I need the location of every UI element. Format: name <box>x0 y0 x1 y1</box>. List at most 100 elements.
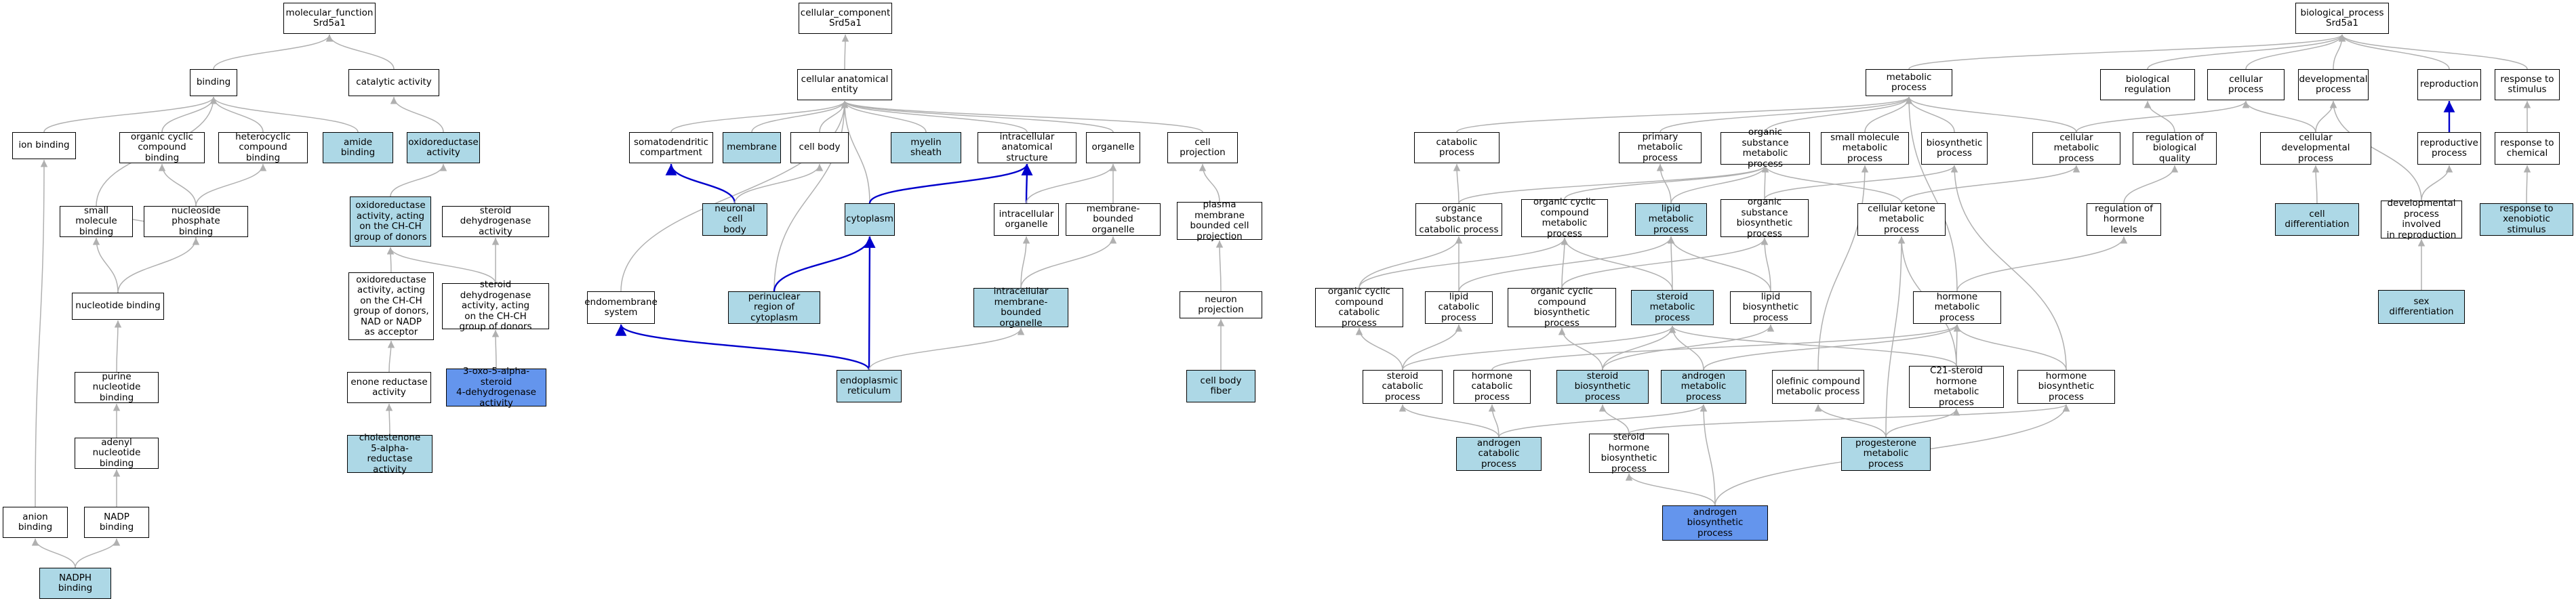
node-3-oxo-5-alpha-steroid-dehydrogenase[interactable]: 3-oxo-5-alpha-steroid 4-dehydrogenase ac… <box>446 366 546 408</box>
node-sex-differentiation[interactable]: sex differentiation <box>2378 290 2465 324</box>
node-plasma-membrane-bounded-cell-projection[interactable]: plasma membrane bounded cell projection <box>1177 199 1262 241</box>
node-organic-cyclic-compound-catabolic-process[interactable]: organic cyclic compound catabolic proces… <box>1315 286 1403 328</box>
node-steroid-dehydrogenase-ch-ch[interactable]: steroid dehydrogenase activity, acting o… <box>442 280 549 332</box>
edge-ntb-to-smb <box>92 237 119 293</box>
node-primary-metabolic-process[interactable]: primary metabolic process <box>1619 131 1702 163</box>
edge-bioreg-to-bp <box>2147 34 2346 70</box>
node-nadp-binding[interactable]: NADP binding <box>84 507 149 538</box>
node-reproduction[interactable]: reproduction <box>2417 69 2481 100</box>
node-nucleoside-phosphate-binding[interactable]: nucleoside phosphate binding <box>144 205 248 237</box>
node-cellular-anatomical-entity[interactable]: cellular anatomical entity <box>797 69 892 100</box>
node-cytoplasm[interactable]: cytoplasm <box>845 203 895 236</box>
edge-cmp-to-metab <box>1905 96 2077 133</box>
node-metabolic-process[interactable]: metabolic process <box>1866 69 1952 96</box>
node-binding[interactable]: binding <box>190 69 237 96</box>
node-cellular-component-root[interactable]: cellular_component Srd5a1 <box>799 3 892 34</box>
node-cellular-ketone-metabolic-process[interactable]: cellular ketone metabolic process <box>1857 203 1946 236</box>
node-catalytic-activity[interactable]: catalytic activity <box>348 69 439 96</box>
node-organic-cyclic-compound-biosynthetic-process[interactable]: organic cyclic compound biosynthetic pro… <box>1508 286 1616 328</box>
node-endoplasmic-reticulum[interactable]: endoplasmic reticulum <box>837 370 902 402</box>
node-progesterone-metabolic-process[interactable]: progesterone metabolic process <box>1841 437 1931 471</box>
node-hormone-biosynthetic-process[interactable]: hormone biosynthetic process <box>2017 370 2115 404</box>
node-small-molecule-binding[interactable]: small molecule binding <box>60 205 133 237</box>
node-response-to-stimulus[interactable]: response to stimulus <box>2495 69 2560 100</box>
node-perinuclear-region-of-cytoplasm[interactable]: perinuclear region of cytoplasm <box>728 291 820 324</box>
node-nadph-binding[interactable]: NADPH binding <box>39 568 111 599</box>
node-olefinic-compound-metabolic-process[interactable]: olefinic compound metabolic process <box>1772 370 1864 404</box>
node-enone-reductase-activity[interactable]: enone reductase activity <box>347 372 431 403</box>
node-lipid-biosynthetic-process[interactable]: lipid biosynthetic process <box>1730 291 1811 324</box>
node-steroid-hormone-biosynthetic-process[interactable]: steroid hormone biosynthetic process <box>1589 432 1669 474</box>
edge-binding-to-mf <box>213 34 334 70</box>
node-somatodendritic-compartment[interactable]: somatodendritic compartment <box>629 132 713 163</box>
node-oxidoreductase-nad-nadp-acceptor[interactable]: oxidoreductase activity, acting on the C… <box>348 272 434 340</box>
node-endomembrane-system[interactable]: endomembrane system <box>584 291 658 324</box>
node-myelin-sheath[interactable]: myelin sheath <box>891 132 961 163</box>
node-biological-regulation[interactable]: biological regulation <box>2100 69 2195 100</box>
node-catabolic-process[interactable]: catabolic process <box>1414 132 1500 163</box>
node-oxidoreductase-activity[interactable]: oxidoreductase activity <box>407 132 480 163</box>
node-developmental-process[interactable]: developmental process <box>2298 69 2369 100</box>
node-regulation-of-hormone-levels[interactable]: regulation of hormone levels <box>2087 203 2161 236</box>
node-cellular-developmental-process[interactable]: cellular developmental process <box>2260 132 2371 165</box>
node-organelle[interactable]: organelle <box>1086 132 1140 163</box>
node-adenyl-nucleotide-binding[interactable]: adenyl nucleotide binding <box>75 437 159 469</box>
node-regulation-of-biological-quality[interactable]: regulation of biological quality <box>2133 132 2217 165</box>
node-heterocyclic-compound-binding[interactable]: heterocyclic compound binding <box>218 131 308 163</box>
edge-celldiff-to-cdp <box>2312 165 2320 204</box>
node-androgen-metabolic-process[interactable]: androgen metabolic process <box>1661 370 1746 404</box>
edge-hmp-to-rhl <box>1956 236 2128 292</box>
node-developmental-process-involved-in-reproduction[interactable]: developmental process involved in reprod… <box>2381 198 2462 240</box>
node-lipid-catabolic-process[interactable]: lipid catabolic process <box>1425 291 1493 324</box>
node-cell-body-fiber[interactable]: cell body fiber <box>1186 370 1255 402</box>
node-organic-substance-metabolic-process[interactable]: organic substance metabolic process <box>1720 127 1810 169</box>
edge-ncb-to-cellbody <box>734 163 824 204</box>
edge-acp-to-stcp <box>1398 404 1500 438</box>
node-intracellular-membrane-bounded-organelle[interactable]: intracellular membrane-bounded organelle <box>973 286 1068 328</box>
node-steroid-metabolic-process[interactable]: steroid metabolic process <box>1631 290 1714 325</box>
node-biological-process-root[interactable]: biological_process Srd5a1 <box>2295 3 2389 34</box>
node-anion-binding[interactable]: anion binding <box>3 507 68 538</box>
node-androgen-catabolic-process[interactable]: androgen catabolic process <box>1456 437 1542 471</box>
node-cholestenone-5-alpha-reductase[interactable]: cholestenone 5-alpha-reductase activity <box>347 432 432 474</box>
node-steroid-catabolic-process[interactable]: steroid catabolic process <box>1363 370 1443 404</box>
edge-rhl-to-rbq <box>2123 165 2179 204</box>
node-membrane-bounded-organelle[interactable]: membrane-bounded organelle <box>1066 203 1161 236</box>
node-response-to-xenobiotic-stimulus[interactable]: response to xenobiotic stimulus <box>2480 203 2573 236</box>
node-c21-steroid-hormone-metabolic-process[interactable]: C21-steroid hormone metabolic process <box>1909 365 2004 408</box>
node-cellular-process[interactable]: cellular process <box>2207 69 2285 100</box>
node-nucleotide-binding[interactable]: nucleotide binding <box>72 293 164 320</box>
node-amide-binding[interactable]: amide binding <box>323 132 393 163</box>
node-hormone-metabolic-process[interactable]: hormone metabolic process <box>1913 291 2001 324</box>
node-purine-nucleotide-binding[interactable]: purine nucleotide binding <box>75 371 159 403</box>
node-small-molecule-metabolic-process[interactable]: small molecule metabolic process <box>1821 132 1909 165</box>
node-neuronal-cell-body[interactable]: neuronal cell body <box>702 203 767 236</box>
node-response-to-chemical[interactable]: response to chemical <box>2495 132 2560 165</box>
node-steroid-dehydrogenase-activity[interactable]: steroid dehydrogenase activity <box>442 205 549 237</box>
node-oxidoreductase-ch-ch-donors[interactable]: oxidoreductase activity, acting on the C… <box>350 196 431 247</box>
edge-ionb-to-binding <box>43 96 218 133</box>
node-intracellular-organelle[interactable]: intracellular organelle <box>994 203 1059 236</box>
node-lipid-metabolic-process[interactable]: lipid metabolic process <box>1635 203 1707 236</box>
node-cell-differentiation[interactable]: cell differentiation <box>2275 203 2359 236</box>
node-steroid-biosynthetic-process[interactable]: steroid biosynthetic process <box>1556 370 1649 404</box>
node-membrane[interactable]: membrane <box>723 132 781 163</box>
node-ion-binding[interactable]: ion binding <box>12 132 76 159</box>
node-neuron-projection[interactable]: neuron projection <box>1180 291 1262 318</box>
node-intracellular-anatomical-structure[interactable]: intracellular anatomical structure <box>978 131 1076 163</box>
node-reproductive-process[interactable]: reproductive process <box>2417 132 2481 165</box>
node-androgen-biosynthetic-process[interactable]: androgen biosynthetic process <box>1662 505 1768 541</box>
node-organic-substance-catabolic-process[interactable]: organic substance catabolic process <box>1415 203 1502 236</box>
edge-shbp-to-hbp <box>1628 404 2070 434</box>
node-cell-projection[interactable]: cell projection <box>1167 132 1238 163</box>
edge-amideb-to-binding <box>209 96 359 133</box>
edge-somato-to-cae <box>670 100 849 133</box>
node-hormone-catabolic-process[interactable]: hormone catabolic process <box>1453 370 1531 404</box>
node-cell-body[interactable]: cell body <box>790 132 849 163</box>
node-organic-substance-biosynthetic-process[interactable]: organic substance biosynthetic process <box>1720 196 1809 238</box>
node-molecular-function-root[interactable]: molecular_function Srd5a1 <box>283 3 376 34</box>
node-cellular-metabolic-process[interactable]: cellular metabolic process <box>2032 132 2120 165</box>
node-biosynthetic-process[interactable]: biosynthetic process <box>1921 132 1988 165</box>
node-organic-cyclic-compound-metabolic-process[interactable]: organic cyclic compound metabolic proces… <box>1521 196 1608 238</box>
node-organic-cyclic-compound-binding[interactable]: organic cyclic compound binding <box>119 131 205 163</box>
